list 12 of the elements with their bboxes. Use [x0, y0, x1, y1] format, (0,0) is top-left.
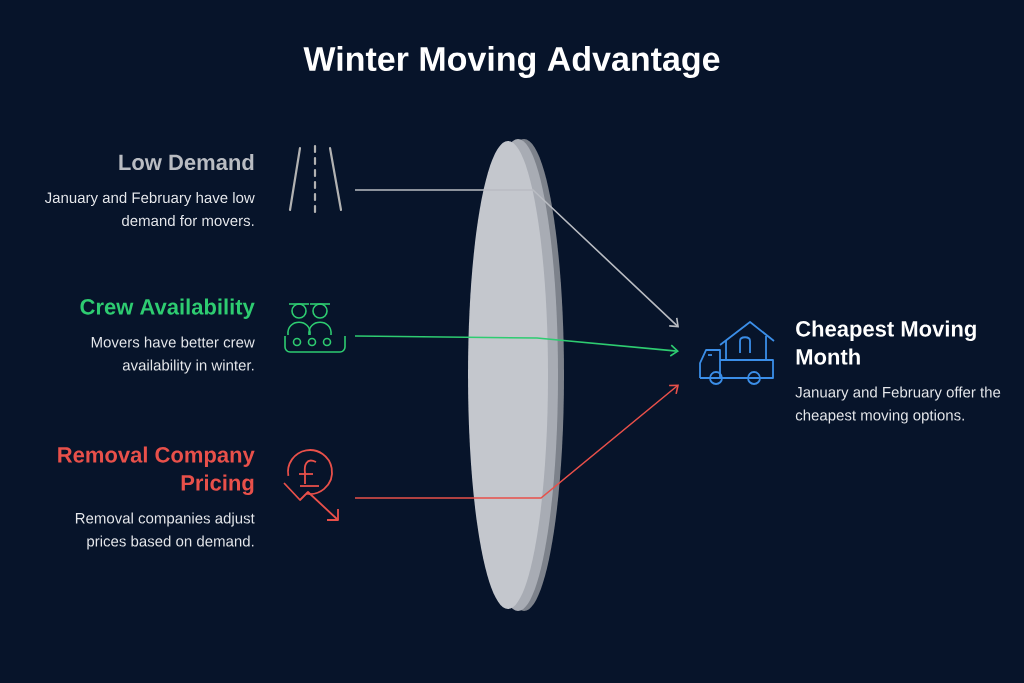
description: Removal companies adjust prices based on demand.	[75, 512, 255, 550]
heading: Cheapest Moving Month	[796, 320, 976, 365]
arrow	[354, 384, 679, 499]
description: Movers have better crew availability in winter.	[91, 336, 255, 374]
description: January and February have low demand for movers.	[44, 192, 255, 227]
heading: Low Demand	[119, 153, 254, 171]
arrow	[354, 335, 679, 357]
heading: Removal Company Pricing	[58, 446, 255, 496]
description: January and February offer the cheapest moving options.	[795, 386, 1001, 424]
title: Winter Moving Advantage	[303, 46, 720, 78]
arrow	[354, 189, 679, 328]
heading: Crew Availability	[80, 298, 255, 319]
